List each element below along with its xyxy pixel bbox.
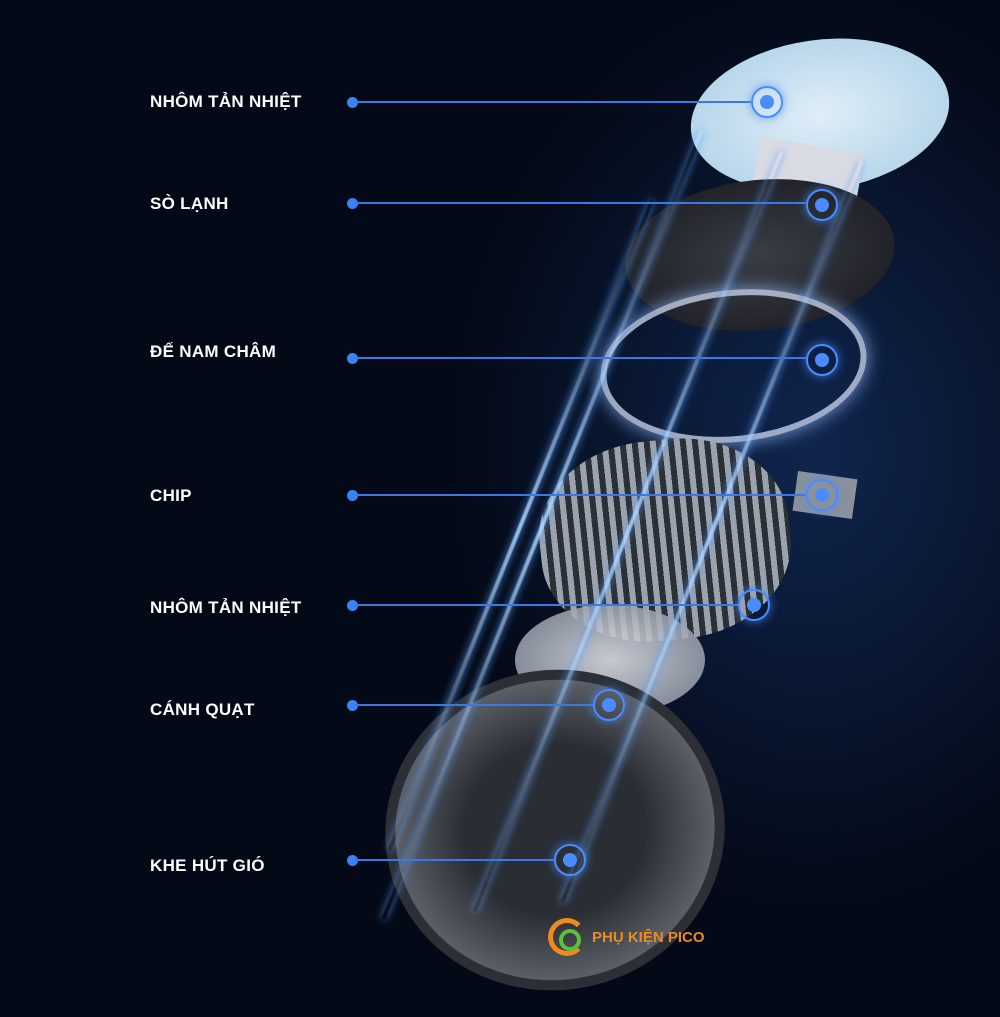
callout-dot xyxy=(347,97,358,108)
callout-label: CHIP xyxy=(150,486,192,505)
callout-label: NHÔM TẢN NHIỆT xyxy=(150,92,302,111)
callout-dot xyxy=(347,700,358,711)
callout-dot xyxy=(347,353,358,364)
callout-label: SÒ LẠNH xyxy=(150,194,229,213)
callout-line xyxy=(355,704,593,706)
callout-dot xyxy=(347,600,358,611)
callout-marker-icon xyxy=(806,189,838,221)
callout-line xyxy=(355,357,806,359)
callout-line xyxy=(355,859,554,861)
callout-marker-icon xyxy=(593,689,625,721)
brand-name: PHỤ KIỆN PICO xyxy=(592,928,705,946)
callout-dot xyxy=(347,855,358,866)
callout-label: ĐẾ NAM CHÂM xyxy=(150,342,277,361)
callout-label: CÁNH QUẠT xyxy=(150,700,255,719)
callout-marker-icon xyxy=(806,479,838,511)
callout-line xyxy=(355,101,751,103)
callout-marker-icon xyxy=(751,86,783,118)
callout-line xyxy=(355,202,806,204)
callout-dot xyxy=(347,198,358,209)
callout-marker-icon xyxy=(554,844,586,876)
brand-logo: PHỤ KIỆN PICO xyxy=(548,918,705,956)
pico-logo-icon xyxy=(548,918,586,956)
callout-line xyxy=(355,494,806,496)
callout-label: KHE HÚT GIÓ xyxy=(150,856,265,875)
callout-dot xyxy=(347,490,358,501)
callout-line xyxy=(355,604,738,606)
callout-marker-icon xyxy=(806,344,838,376)
callout-label: NHÔM TẢN NHIỆT xyxy=(150,598,302,617)
callout-marker-icon xyxy=(738,589,770,621)
